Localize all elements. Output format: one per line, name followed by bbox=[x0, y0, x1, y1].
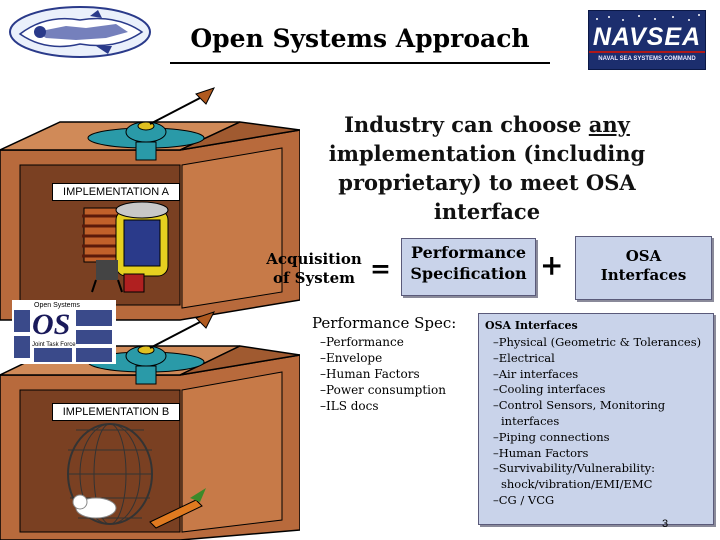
os-logo-small-text: Open Systems bbox=[34, 302, 80, 309]
list-item: –Human Factors bbox=[493, 445, 589, 460]
list-item: –Air interfaces bbox=[493, 366, 579, 381]
headline-emphasis: any bbox=[588, 112, 630, 137]
headline-after: implementation (including proprietary) t… bbox=[328, 141, 646, 224]
osa-line2: Interfaces bbox=[600, 266, 687, 284]
acquisition-line2: of System bbox=[272, 269, 356, 287]
list-item: –Envelope bbox=[320, 351, 383, 365]
osa-interfaces-heading: OSA Interfaces bbox=[485, 319, 578, 332]
page-number: 3 bbox=[662, 518, 669, 530]
performance-spec-list: –Performance –Envelope –Human Factors –P… bbox=[320, 334, 446, 414]
list-item-continuation: shock/vibration/EMI/EMC bbox=[501, 477, 653, 492]
osa-interfaces-text: OSA Interfaces bbox=[576, 247, 711, 285]
osa-interfaces-box: OSA Interfaces bbox=[575, 236, 712, 300]
headline-text: Industry can choose any implementation (… bbox=[292, 110, 682, 226]
os-logo-caption: Joint Task Force bbox=[32, 342, 76, 348]
navsea-logo: NAVSEA NAVAL SEA SYSTEMS COMMAND bbox=[588, 10, 706, 70]
acquisition-line1: Acquisition bbox=[266, 250, 362, 268]
perf-line1: Performance bbox=[410, 243, 527, 262]
implementation-illustration bbox=[0, 87, 300, 540]
osa-line1: OSA bbox=[625, 247, 662, 265]
osa-interfaces-list: –Physical (Geometric & Tolerances) –Elec… bbox=[493, 335, 711, 509]
list-item-continuation: interfaces bbox=[501, 413, 560, 428]
navsea-wordmark: NAVSEA bbox=[592, 23, 702, 51]
list-item: –Performance bbox=[320, 335, 404, 349]
headline-before: Industry can choose bbox=[344, 112, 589, 137]
list-item: –CG / VCG bbox=[493, 492, 555, 507]
list-item: –Physical (Geometric & Tolerances) bbox=[493, 335, 702, 349]
top-assembly-a-icon bbox=[87, 87, 215, 161]
navsea-subtitle: NAVAL SEA SYSTEMS COMMAND bbox=[598, 56, 696, 62]
plus-sign: + bbox=[540, 249, 564, 282]
os-logo-mark: OS bbox=[32, 308, 71, 341]
top-assembly-b-icon bbox=[87, 311, 215, 385]
equals-sign: = bbox=[370, 254, 391, 283]
list-item: –ILS docs bbox=[320, 399, 379, 413]
list-item: –Survivability/Vulnerability: bbox=[493, 461, 656, 476]
performance-spec-text: Performance Specification bbox=[402, 242, 535, 284]
implementation-a-label: IMPLEMENTATION A bbox=[52, 183, 180, 201]
ship-silhouettes-icon bbox=[14, 310, 112, 362]
star-field-icon bbox=[589, 14, 705, 53]
open-systems-logo: Open Systems OS Joint Task Force bbox=[12, 300, 116, 364]
list-item: –Power consumption bbox=[320, 383, 446, 397]
performance-spec-heading: Performance Spec: bbox=[312, 314, 457, 332]
osa-interfaces-list-box: OSA Interfaces –Physical (Geometric & To… bbox=[478, 313, 714, 525]
list-item: –Electrical bbox=[493, 350, 555, 365]
acquisition-label: Acquisition of System bbox=[256, 250, 372, 288]
perf-line2: Specification bbox=[410, 264, 527, 283]
implementation-b-label: IMPLEMENTATION B bbox=[52, 403, 180, 421]
list-item: –Cooling interfaces bbox=[493, 382, 606, 397]
list-item: –Piping connections bbox=[493, 429, 610, 444]
list-item: –Control Sensors, Monitoring bbox=[493, 398, 666, 413]
slide-title: Open Systems Approach bbox=[190, 24, 530, 53]
title-underline bbox=[170, 62, 550, 64]
performance-spec-box: Performance Specification bbox=[401, 238, 536, 296]
organization-seal-logo bbox=[9, 6, 151, 58]
list-item: –Human Factors bbox=[320, 367, 420, 381]
